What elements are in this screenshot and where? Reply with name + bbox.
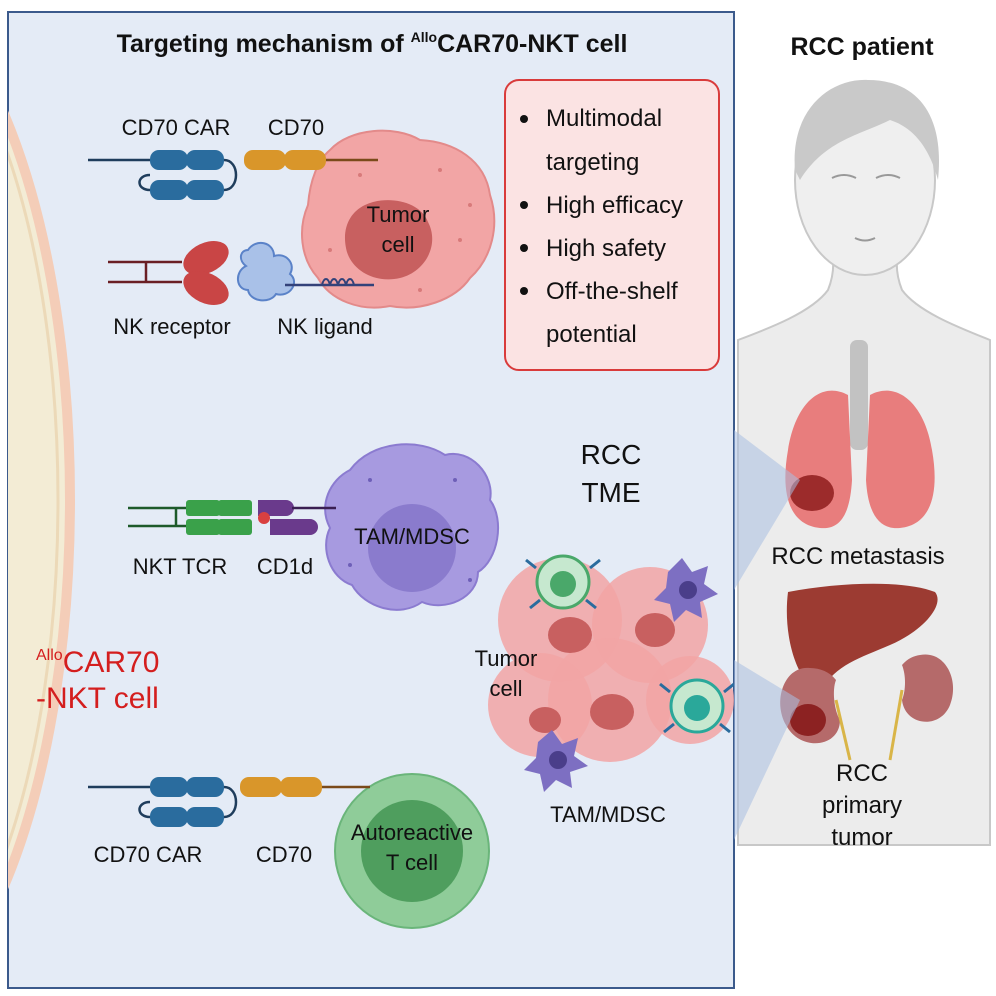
nk-receptor-label: NK receptor <box>113 314 230 339</box>
nkt-tcr: NKT TCR <box>128 500 252 579</box>
features-box: Multimodal targeting High efficacy High … <box>504 79 720 371</box>
tumor-cell-label-line2: cell <box>381 232 414 257</box>
rcc-patient-title: RCC patient <box>790 33 934 61</box>
tumor-cell-label-line1: Tumor <box>367 202 430 227</box>
rcc-tme-label-line1: RCC <box>581 439 642 470</box>
bullet-off-the-shelf: Off-the-shelf <box>546 278 678 305</box>
zoom-wedge-metastasis <box>734 430 800 590</box>
bullet-off-the-shelf-cont: potential <box>546 321 637 348</box>
cd70-top: CD70 <box>244 115 378 170</box>
nkt-cell-label-line1: AlloCAR70 <box>36 646 159 679</box>
lung-tumor <box>790 475 834 511</box>
kidneys <box>780 654 954 761</box>
nk-receptor: NK receptor <box>108 241 231 339</box>
autoreactive-t-cell: Autoreactive T cell <box>334 773 490 929</box>
autoreactive-label-line1: Autoreactive <box>351 820 473 845</box>
rcc-metastasis-label: RCC metastasis <box>771 543 944 570</box>
cd70-car-label-bottom: CD70 CAR <box>94 842 203 867</box>
nkt-tcr-label: NKT TCR <box>133 554 228 579</box>
lungs <box>785 340 935 529</box>
bullet-high-efficacy: High efficacy <box>546 192 683 219</box>
tme-cluster: Tumor cell TAM/MDSC <box>475 554 735 827</box>
cd1d: CD1d <box>257 500 336 579</box>
tme-tumor-label-line1: Tumor <box>475 646 538 671</box>
nk-ligand: NK ligand <box>237 241 374 339</box>
right-panel: RCC patient RCC metastasis <box>737 33 991 851</box>
bullet-multimodal-cont: targeting <box>546 149 639 176</box>
cd70-car-bottom: CD70 CAR <box>88 777 238 867</box>
zoom-wedge-primary <box>734 660 800 840</box>
tme-tam-mdsc-label: TAM/MDSC <box>550 802 666 827</box>
bullet-high-safety: High safety <box>546 235 666 262</box>
rcc-tme-label-line2: TME <box>581 477 640 508</box>
rcc-primary-label-line3: tumor <box>831 824 892 851</box>
tme-tumor-label-line2: cell <box>489 676 522 701</box>
nkt-cell-label-line2: -NKT cell <box>36 682 159 715</box>
bullet-multimodal: Multimodal <box>546 105 662 132</box>
cd70-label-top: CD70 <box>268 115 324 140</box>
cd70-car-top: CD70 CAR <box>88 115 238 200</box>
left-panel-title: Targeting mechanism of AlloCAR70-NKT cel… <box>117 29 628 58</box>
cd70-label-bottom: CD70 <box>256 842 312 867</box>
tam-mdsc-cell: TAM/MDSC <box>324 443 500 611</box>
rcc-primary-label-line2: primary <box>822 792 902 819</box>
autoreactive-label-line2: T cell <box>386 850 438 875</box>
nkt-cell-membrane <box>8 110 75 890</box>
liver <box>786 583 938 690</box>
rcc-primary-label-line1: RCC <box>836 760 888 787</box>
tumor-cell-top: Tumor cell <box>301 129 496 309</box>
tam-mdsc-label-top: TAM/MDSC <box>354 524 470 549</box>
left-panel: Targeting mechanism of AlloCAR70-NKT cel… <box>7 11 735 989</box>
cd70-bottom: CD70 <box>240 777 370 867</box>
cd1d-label: CD1d <box>257 554 313 579</box>
cd70-car-label-top: CD70 CAR <box>122 115 231 140</box>
nk-ligand-label: NK ligand <box>277 314 372 339</box>
kidney-tumor <box>790 704 826 736</box>
